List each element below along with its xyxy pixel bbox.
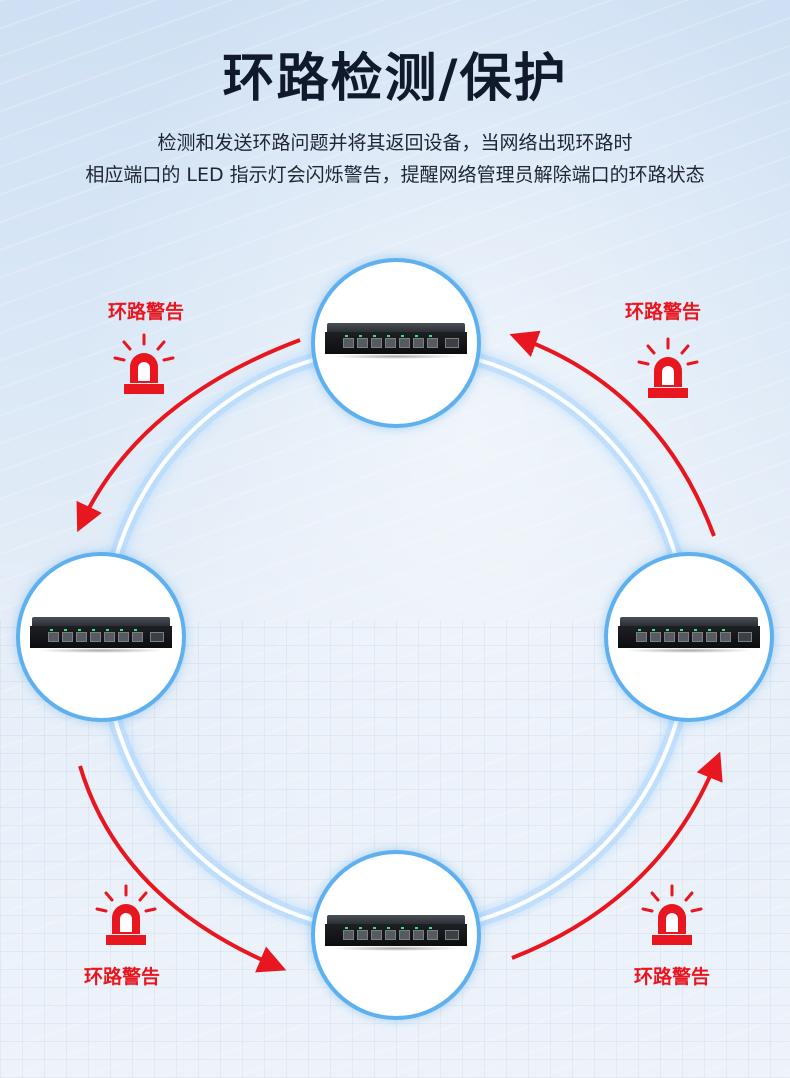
arrow-bottom-left [78, 765, 287, 973]
alarm-label-bottom-left: 环路警告 [83, 966, 160, 988]
loop-ring-glow [97, 341, 695, 939]
switch-node-bottom [311, 850, 481, 1020]
switch-node-left [16, 552, 186, 722]
network-switch-icon [325, 915, 467, 951]
alarm-label-top-left: 环路警告 [107, 301, 184, 323]
alarm-label-bottom-right: 环路警告 [633, 966, 710, 988]
alarm-label-top-right: 环路警告 [624, 301, 701, 323]
siren-icon [641, 884, 703, 945]
network-switch-icon [30, 617, 172, 653]
description-line-2: 相应端口的 LED 指示灯会闪烁警告，提醒网络管理员解除端口的环路状态 [85, 164, 705, 186]
siren-icon [113, 333, 175, 394]
page-title: 环路检测/保护 [222, 49, 568, 109]
switch-node-right [604, 552, 774, 722]
network-switch-icon [618, 617, 760, 653]
switch-node-top [311, 258, 481, 428]
network-switch-icon [325, 323, 467, 359]
arrow-top-right [509, 330, 716, 537]
arrow-bottom-right [511, 751, 723, 960]
siren-icon [637, 337, 699, 398]
arrow-top-left [76, 338, 301, 533]
description-line-1: 检测和发送环路问题并将其返回设备，当网络出现环路时 [157, 132, 633, 154]
siren-icon [95, 884, 157, 945]
